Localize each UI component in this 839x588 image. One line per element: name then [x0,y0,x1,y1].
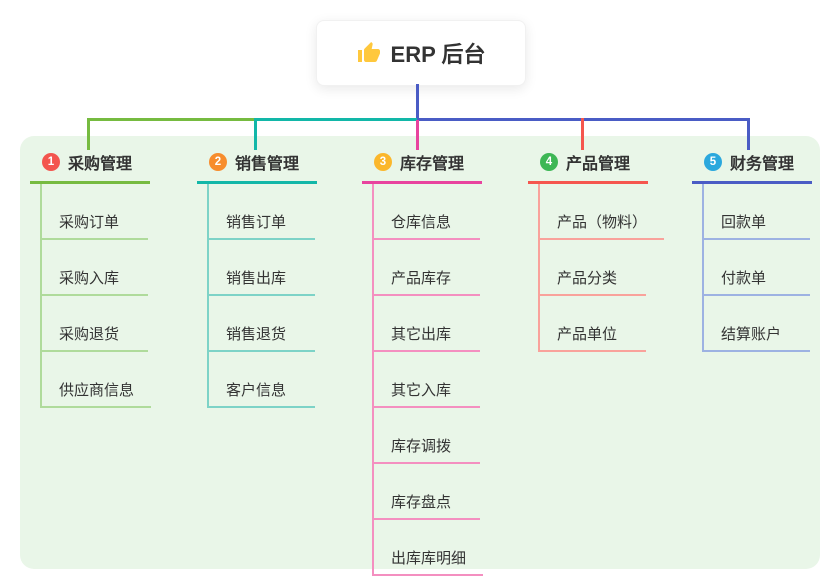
child-node[interactable]: 产品分类 [540,240,646,296]
connector-bus-segment-1 [87,118,256,121]
child-node[interactable]: 库存调拨 [374,408,480,464]
connector-drop-5 [747,118,750,150]
child-node[interactable]: 其它入库 [374,352,480,408]
thumbs-up-icon [357,41,381,65]
child-node[interactable]: 销售退货 [209,296,315,352]
connector-drop-2 [254,118,257,150]
branch-node-sales[interactable]: 2 销售管理 [197,150,317,184]
branch-label: 产品管理 [566,156,631,173]
branch-children: 产品（物料） 产品分类 产品单位 [538,184,665,352]
branch-finance: 5 财务管理 回款单 付款单 结算账户 [692,150,822,352]
child-node[interactable]: 付款单 [704,240,810,296]
child-node[interactable]: 销售出库 [209,240,315,296]
branch-label: 库存管理 [400,156,465,173]
branch-number-badge: 1 [42,153,60,171]
branch-children: 仓库信息 产品库存 其它出库 其它入库 库存调拨 库存盘点 出库库明细 [372,184,492,576]
branch-purchase: 1 采购管理 采购订单 采购入库 采购退货 供应商信息 [30,150,160,408]
branch-node-inventory[interactable]: 3 库存管理 [362,150,482,184]
branch-number-badge: 5 [704,153,722,171]
branch-number-badge: 3 [374,153,392,171]
connector-drop-1 [87,118,90,150]
connector-drop-4 [581,118,584,150]
branch-children: 回款单 付款单 结算账户 [702,184,822,352]
root-label: ERP 后台 [390,42,486,67]
child-node[interactable]: 产品库存 [374,240,480,296]
branch-children: 销售订单 销售出库 销售退货 客户信息 [207,184,327,408]
branch-inventory: 3 库存管理 仓库信息 产品库存 其它出库 其它入库 库存调拨 库存盘点 出库库… [362,150,492,576]
branch-product: 4 产品管理 产品（物料） 产品分类 产品单位 [528,150,665,352]
branch-node-finance[interactable]: 5 财务管理 [692,150,812,184]
connector-bus-segment-2 [256,118,417,121]
child-node[interactable]: 客户信息 [209,352,315,408]
root-node[interactable]: ERP 后台 [316,20,526,86]
child-node[interactable]: 采购退货 [42,296,148,352]
child-node[interactable]: 库存盘点 [374,464,480,520]
canvas-panel [20,136,820,569]
branch-number-badge: 4 [540,153,558,171]
branch-label: 采购管理 [68,156,133,173]
branch-sales: 2 销售管理 销售订单 销售出库 销售退货 客户信息 [197,150,327,408]
branch-node-product[interactable]: 4 产品管理 [528,150,648,184]
branch-children: 采购订单 采购入库 采购退货 供应商信息 [40,184,160,408]
branch-number-badge: 2 [209,153,227,171]
child-node[interactable]: 仓库信息 [374,184,480,240]
child-node[interactable]: 出库库明细 [374,520,484,576]
child-node[interactable]: 产品单位 [540,296,646,352]
child-node[interactable]: 回款单 [704,184,810,240]
child-node[interactable]: 结算账户 [704,296,810,352]
connector-drop-3 [416,120,419,150]
child-node[interactable]: 销售订单 [209,184,315,240]
child-node[interactable]: 采购入库 [42,240,148,296]
child-node[interactable]: 其它出库 [374,296,480,352]
branch-label: 销售管理 [235,156,300,173]
branch-label: 财务管理 [730,156,795,173]
child-node[interactable]: 供应商信息 [42,352,152,408]
connector-root-stem [416,84,419,120]
branch-node-purchase[interactable]: 1 采购管理 [30,150,150,184]
child-node[interactable]: 采购订单 [42,184,148,240]
child-node[interactable]: 产品（物料） [540,184,665,240]
